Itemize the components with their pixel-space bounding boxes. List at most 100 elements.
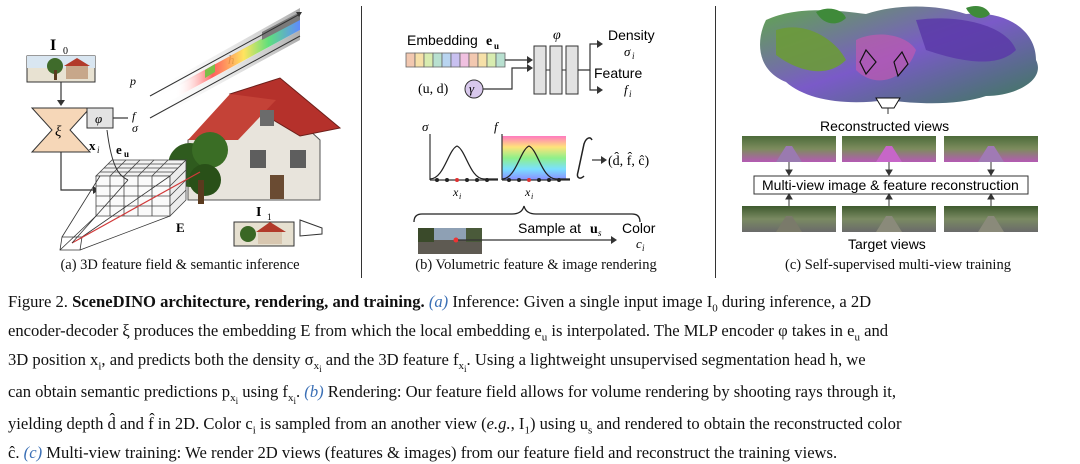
xi-tick-b-sub: i (531, 192, 533, 201)
figure-2: I 0 ξ φ x i e u (26, 0, 1080, 286)
embedding-var-sub: u (494, 41, 499, 51)
camera-frustum-i0 (59, 171, 201, 251)
caption-line-1: Figure 2. SceneDINO architecture, render… (8, 291, 1072, 320)
caption-title: SceneDINO architecture, rendering, and t… (72, 292, 425, 311)
caption-sub-u: u (541, 331, 548, 344)
figure-caption: Figure 2. SceneDINO architecture, render… (8, 291, 1072, 464)
label-px: p (129, 74, 136, 88)
caption-text-2b: is interpolated. The MLP encoder φ takes… (547, 320, 855, 340)
caption-figure-label: Figure 2. (8, 292, 68, 311)
caption-text-3d: . Using a lightweight unsupervised segme… (466, 349, 866, 369)
label-i1: I (256, 205, 261, 220)
sample-var: u (590, 222, 598, 237)
caption-text-5e: ) using u (529, 414, 589, 433)
caption-text-5b: is sampled from an another view ( (255, 414, 487, 433)
house-illustration (168, 77, 342, 204)
sigma-axis-label: σ (422, 119, 429, 134)
caption-text-4c: . (295, 381, 301, 401)
caption-line-5: yielding depth d̂ and f̂ in 2D. Color ci… (8, 413, 1072, 442)
caption-sub-u2: u (854, 331, 860, 344)
label-i0-sub: 0 (63, 46, 68, 57)
feature-volume-grid (95, 159, 187, 217)
caption-sub-xi4: xi (287, 392, 296, 407)
panel-b: Embedding e u (u, d) γ (362, 0, 714, 286)
feature-plot: f x i (494, 119, 570, 201)
input-position-label: (u, d) (418, 82, 449, 97)
caption-text-4e: Rendering: Our feature field allows for … (323, 381, 897, 401)
caption-sub-i2: i (252, 424, 256, 437)
gamma-label: γ (469, 81, 475, 96)
feature-rays (149, 8, 302, 122)
mlp-phi-label: φ (553, 28, 561, 43)
label-fx: f (132, 109, 137, 123)
caption-line-2: encoder-decoder ξ produces the embedding… (8, 320, 1072, 349)
label-eu-sub: u (124, 149, 129, 159)
feature-var-sub: i (629, 89, 632, 99)
panel-a-diagram: I 0 ξ φ x i e u (26, 8, 342, 251)
label-i0: I (50, 37, 56, 54)
f-axis-label: f (494, 119, 500, 134)
caption-line-4: can obtain semantic predictions pxi usin… (8, 381, 1072, 413)
caption-sub-1: 1 (524, 424, 530, 437)
render-output-label: (d̂, f̂, ĉ) (608, 152, 650, 169)
xi-tick-b: x (524, 185, 531, 199)
label-xi-point-sub: i (97, 145, 100, 155)
caption-text-5: yielding depth d̂ and f̂ in 2D. Color c (8, 414, 253, 433)
reconstructed-views (742, 136, 1038, 162)
panel-a-caption: (a) 3D feature field & semantic inferenc… (60, 257, 300, 273)
caption-text-3b: , and predicts both the density σ (101, 349, 314, 369)
panel-c-caption: (c) Self-supervised multi-view training (785, 257, 1011, 273)
integral-symbol (576, 137, 593, 179)
panel-c-diagram: Reconstructed views Multi-view image & f… (742, 6, 1038, 252)
caption-ref-b: (b) (304, 381, 324, 401)
embedding-vector (405, 52, 506, 68)
reconstructed-views-label: Reconstructed views (820, 118, 949, 134)
caption-sub-xi: xi (313, 360, 322, 375)
camera-pair-icon (859, 48, 909, 78)
image-i1 (233, 221, 295, 247)
input-image-i0 (26, 55, 96, 83)
caption-ref-c: (c) (23, 442, 43, 462)
xi-tick-a-sub: i (459, 192, 461, 201)
embedding-var: e (486, 34, 492, 49)
caption-text-4: can obtain semantic predictions p (8, 381, 231, 401)
caption-sub-0: 0 (712, 302, 718, 315)
sample-label: Sample at (518, 220, 581, 236)
label-sigma-x: σ (132, 121, 139, 135)
caption-sub-xi2: xi (458, 360, 467, 375)
density-label: Density (608, 27, 655, 43)
label-eu: e (116, 142, 122, 157)
mlp-layers (533, 45, 579, 95)
embedding-label: Embedding (407, 32, 478, 48)
caption-sub-i: i (98, 360, 102, 373)
label-xi-encoder: ξ (55, 124, 62, 140)
density-var: σ (624, 44, 631, 59)
divider-ab (361, 6, 362, 278)
caption-text-5d: , I (510, 414, 525, 433)
label-i1-sub: 1 (267, 212, 272, 222)
panel-c: Reconstructed views Multi-view image & f… (716, 0, 1080, 286)
sample-var-sub: s (598, 228, 602, 238)
caption-text-5f: and rendered to obtain the reconstructed… (592, 414, 902, 433)
caption-text-2: encoder-decoder ξ produces the embedding… (8, 320, 542, 340)
label-xi-point: x (89, 138, 96, 153)
color-label: Color (622, 220, 656, 236)
sampled-view-image (418, 228, 482, 254)
feature-label: Feature (594, 65, 642, 81)
label-e: E (176, 220, 185, 235)
color-var: c (636, 236, 642, 251)
density-plot: σ x i (422, 119, 498, 201)
caption-text-6: ĉ. (8, 442, 20, 462)
panel-b-diagram: Embedding e u (u, d) γ (405, 27, 656, 254)
caption-text-3: 3D position x (8, 349, 99, 369)
label-phi: φ (95, 111, 102, 126)
caption-ref-a: (a) (428, 292, 449, 311)
caption-text-1c: during inference, a 2D (717, 292, 872, 311)
target-views-label: Target views (848, 236, 926, 252)
target-views (742, 206, 1038, 232)
caption-text-6c: Multi-view training: We render 2D views … (42, 442, 838, 462)
caption-text-4b: using f (238, 381, 288, 401)
caption-sub-xi3: xi (230, 392, 239, 407)
panel-b-caption: (b) Volumetric feature & image rendering (415, 257, 657, 273)
camera-i1-icon (299, 219, 323, 237)
